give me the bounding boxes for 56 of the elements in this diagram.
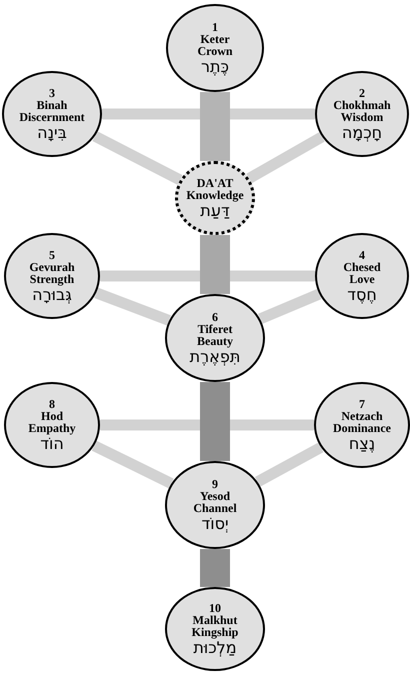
number-label: 6: [212, 310, 218, 322]
sefirah-name: Yesod: [200, 490, 230, 502]
sefirah-name: Chesed: [343, 260, 381, 272]
hebrew-name: מַלְכוּת: [193, 638, 237, 656]
hebrew-name: כֶּתֶר: [200, 56, 229, 76]
translation: Dominance: [333, 422, 391, 434]
bar: [246, 132, 325, 184]
bar: [94, 288, 172, 326]
translation: Discernment: [19, 110, 85, 122]
translation: Strength: [30, 272, 74, 284]
bar: [200, 382, 230, 461]
hebrew-name: גְּבוּרָה: [32, 284, 72, 304]
hebrew-name: חֶסֶד: [347, 284, 377, 304]
number-label: 3: [49, 86, 55, 98]
hebrew-name: תִּפְאֶרֶת: [190, 346, 240, 366]
sefirah-name: Tiferet: [198, 322, 232, 334]
sefirah-name: DA'AT: [196, 176, 234, 188]
bar: [100, 420, 314, 430]
translation: Beauty: [197, 334, 233, 346]
hebrew-name: הוֹד: [40, 434, 64, 452]
number-label: 10: [209, 602, 221, 614]
bar: [102, 108, 315, 120]
sefirah-name: Malkhut: [192, 614, 238, 626]
translation: Kingship: [192, 626, 238, 638]
translation: Empathy: [28, 422, 76, 434]
hebrew-name: נֶצַח: [348, 434, 376, 452]
sefirah-name: Gevurah: [29, 260, 75, 272]
number-label: 4: [359, 248, 365, 260]
bar: [200, 549, 230, 587]
bar: [200, 235, 230, 294]
sefirah-name: Netzach: [341, 410, 383, 422]
bar: [258, 288, 322, 324]
hebrew-name: יְסוֹד: [201, 514, 229, 532]
number-label: 9: [212, 478, 218, 490]
sefirah-name: Hod: [40, 410, 63, 422]
bar: [100, 270, 315, 282]
sefirah-name: Keter: [200, 32, 230, 44]
hebrew-name: בִּינָה: [37, 122, 67, 142]
hebrew-name: דַּעַת: [200, 200, 230, 220]
number-label: 8: [49, 398, 55, 410]
number-label: 7: [359, 398, 365, 410]
translation: Love: [349, 272, 375, 284]
translation: Knowledge: [186, 188, 244, 200]
sefirah-name: Chokhmah: [333, 98, 391, 110]
bar: [200, 92, 230, 161]
bar: [92, 440, 174, 488]
number-label: 1: [212, 20, 218, 32]
translation: Wisdom: [340, 110, 384, 122]
translation: Crown: [197, 44, 233, 56]
number-label: 5: [49, 248, 55, 260]
bar: [92, 131, 183, 185]
translation: Channel: [193, 502, 237, 514]
number-label: 2: [359, 86, 365, 98]
sefirah-name: Binah: [36, 98, 68, 110]
hebrew-name: חָכְמָה: [342, 122, 382, 142]
bar: [254, 442, 324, 487]
